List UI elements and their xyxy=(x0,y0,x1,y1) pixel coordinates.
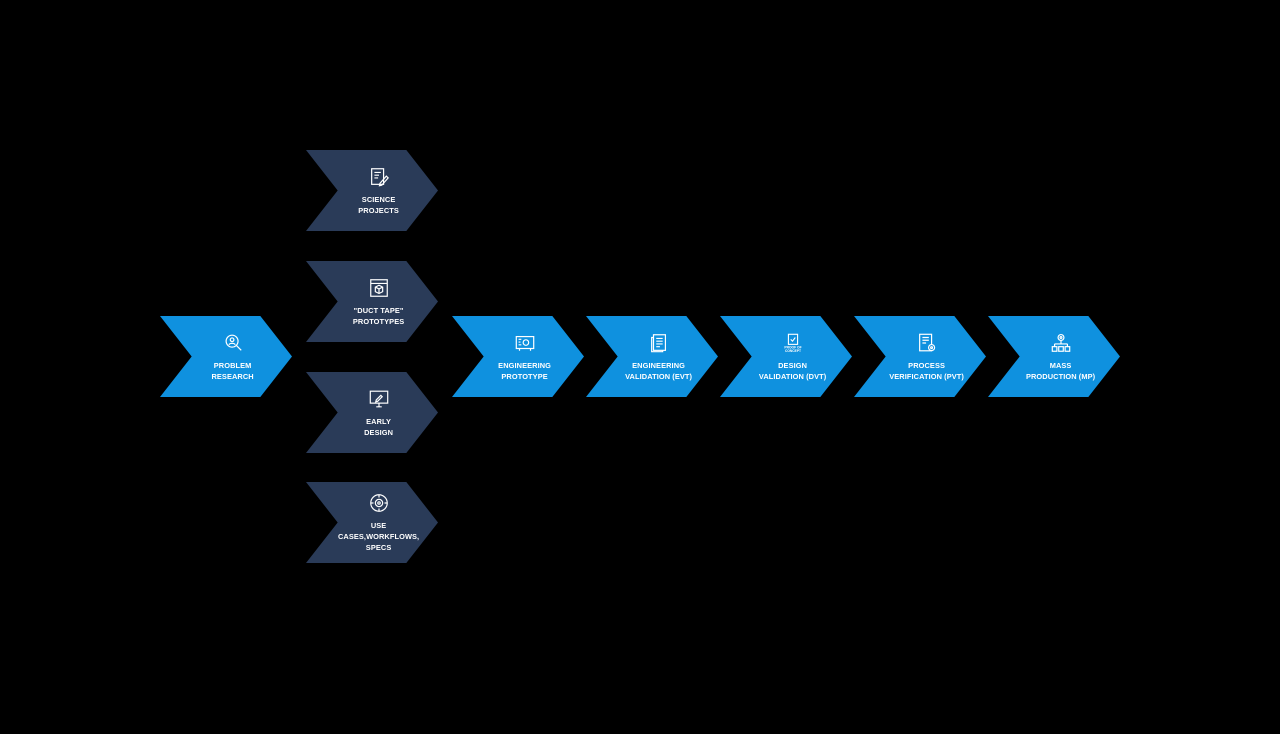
stage-label: ENGINEERING PROTOTYPE xyxy=(498,360,552,381)
stage-design-validation: PROOF OF CONCEPT DESIGN VALIDATION (DVT) xyxy=(720,316,852,397)
stage-mass-production: MASS PRODUCTION (MP) xyxy=(988,316,1120,397)
stage-label: ENGINEERING VALIDATION (EVT) xyxy=(625,360,693,381)
checklist-gear-icon xyxy=(916,332,938,354)
stage-label: SCIENCE PROJECTS xyxy=(358,194,399,215)
stage-label: PROCESS VERIFICATION (PVT) xyxy=(889,360,964,381)
svg-text:PROOF OF: PROOF OF xyxy=(784,345,801,349)
svg-text:CONCEPT: CONCEPT xyxy=(785,349,801,353)
stage-science-projects: SCIENCE PROJECTS xyxy=(306,150,438,231)
monitor-pen-icon xyxy=(368,388,390,410)
circuit-board-icon xyxy=(514,332,536,354)
stage-label: PROBLEM RESEARCH xyxy=(211,360,254,381)
stage-process-verification: PROCESS VERIFICATION (PVT) xyxy=(854,316,986,397)
stage-duct-tape-prototypes: "DUCT TAPE" PROTOTYPES xyxy=(306,261,438,342)
document-pencil-icon xyxy=(368,166,390,188)
stage-label: USE CASES,WORKFLOWS, SPECS xyxy=(337,521,420,552)
stage-label: MASS PRODUCTION (MP) xyxy=(1025,360,1096,381)
stage-engineering-prototype: ENGINEERING PROTOTYPE xyxy=(452,316,584,397)
magnifier-person-icon xyxy=(222,332,244,354)
stage-label: EARLY DESIGN xyxy=(364,416,394,437)
stage-label: "DUCT TAPE" PROTOTYPES xyxy=(352,305,405,326)
stage-problem-research: PROBLEM RESEARCH xyxy=(160,316,292,397)
stage-engineering-validation: ENGINEERING VALIDATION (EVT) xyxy=(586,316,718,397)
blueprint-cube-icon xyxy=(368,277,390,299)
stage-use-cases: USE CASES,WORKFLOWS, SPECS xyxy=(306,482,438,563)
hierarchy-gear-icon xyxy=(1050,332,1072,354)
document-list-icon xyxy=(648,332,670,354)
proof-of-concept-icon: PROOF OF CONCEPT xyxy=(782,332,804,354)
target-gear-icon xyxy=(368,492,390,514)
stage-label: DESIGN VALIDATION (DVT) xyxy=(758,360,827,381)
stage-early-design: EARLY DESIGN xyxy=(306,372,438,453)
